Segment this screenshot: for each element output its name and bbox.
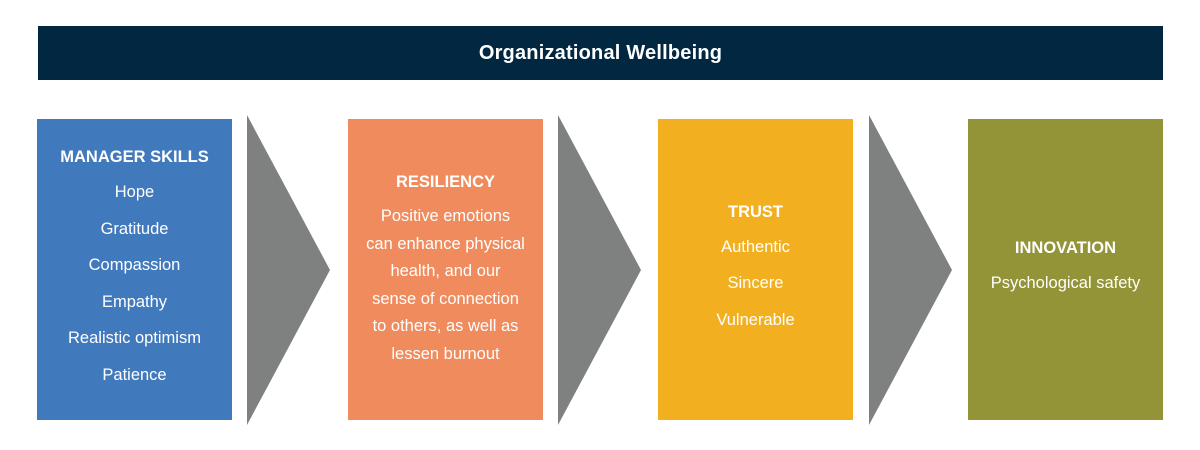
- resiliency-text-line: to others, as well as: [372, 317, 519, 335]
- manager-skill-item: Realistic optimism: [68, 329, 201, 347]
- trust-item: Authentic: [721, 237, 790, 256]
- chevron-arrow-3: [869, 115, 953, 425]
- resiliency-text-line: sense of connection: [372, 289, 519, 308]
- chevron-arrow-icon: [869, 115, 952, 425]
- innovation-title: INNOVATION: [1014, 239, 1117, 258]
- innovation-item: Psychological safety: [990, 274, 1141, 293]
- manager-skill-item: Hope: [114, 183, 155, 201]
- manager-skills-title: MANAGER SKILLS: [60, 148, 209, 166]
- chevron-arrow-2: [558, 115, 642, 425]
- manager-skill-item: Patience: [102, 365, 167, 384]
- header-bar: Organizational Wellbeing: [38, 26, 1163, 80]
- manager-skill-item: Compassion: [88, 256, 181, 274]
- manager-skill-item: Empathy: [101, 292, 168, 311]
- manager-skill-item: Gratitude: [100, 219, 169, 238]
- resiliency-title: RESILIENCY: [395, 173, 496, 191]
- resiliency-text-line: can enhance physical: [366, 234, 525, 253]
- resiliency-text-line: lessen burnout: [391, 344, 500, 363]
- chevron-arrow-icon: [247, 115, 330, 425]
- resiliency-text-line: health, and our: [390, 262, 501, 280]
- innovation-box: INNOVATION Psychological safety: [968, 119, 1163, 420]
- resiliency-text-line: Positive emotions: [380, 207, 511, 225]
- diagram-title: Organizational Wellbeing: [478, 41, 723, 64]
- trust-title: TRUST: [728, 202, 783, 221]
- resiliency-box: RESILIENCY Positive emotions can enhance…: [348, 119, 543, 420]
- chevron-arrow-icon: [558, 115, 641, 425]
- trust-box: TRUST Authentic Sincere Vulnerable: [658, 119, 853, 420]
- trust-item: Vulnerable: [716, 310, 795, 329]
- chevron-arrow-1: [247, 115, 331, 425]
- manager-skills-box: MANAGER SKILLS Hope Gratitude Compassion…: [37, 119, 232, 420]
- trust-item: Sincere: [727, 274, 784, 293]
